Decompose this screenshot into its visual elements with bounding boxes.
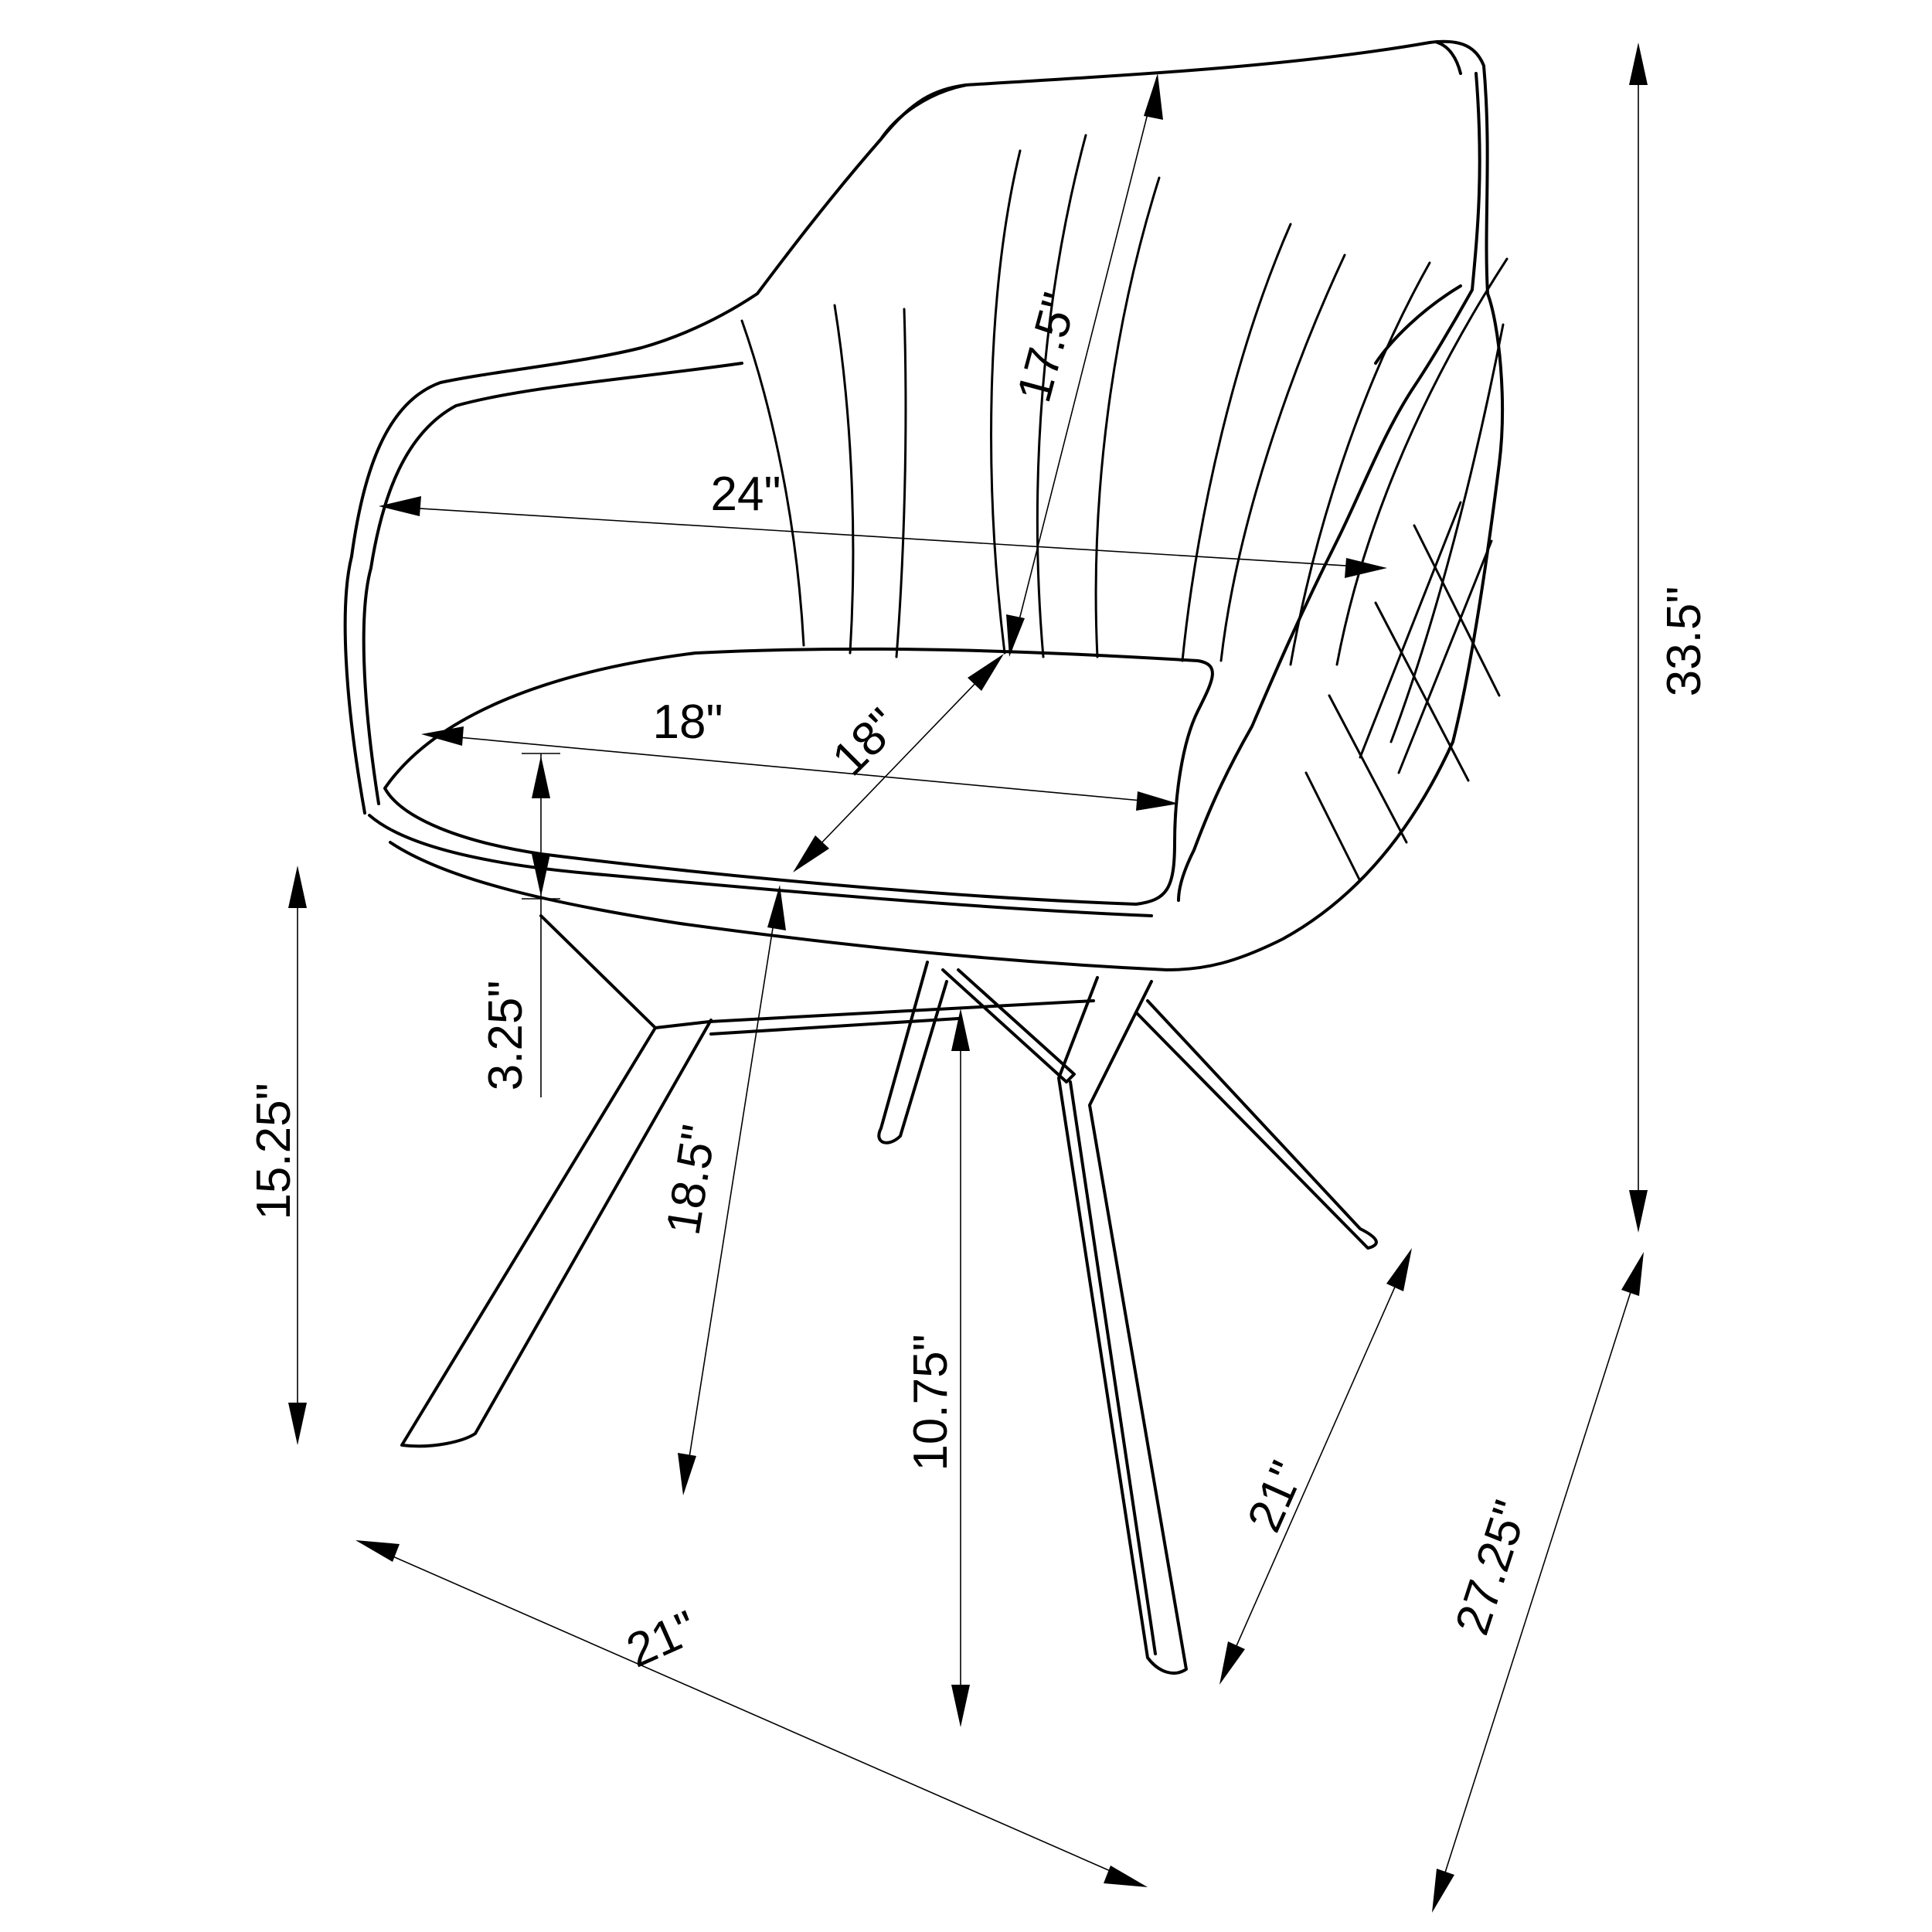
base-depth-label: 21": [1237, 1454, 1315, 1539]
overall-depth-label: 27.25": [1445, 1495, 1538, 1641]
overall-height-label: 33.5": [1658, 587, 1711, 697]
chair-shell: [343, 39, 1505, 971]
seat-width-label: 18": [653, 696, 723, 749]
leg-clearance-label: 10.75": [904, 1334, 957, 1471]
seat-depth-label: 18": [822, 699, 910, 786]
arm-height-label: 15.25": [247, 1083, 301, 1219]
dimension-lines: [288, 43, 1648, 1913]
cushion-thickness-label: 3.25": [479, 981, 532, 1091]
back-height-label: 17.5": [1007, 287, 1087, 408]
outer-back-quilting: [1304, 323, 1505, 883]
base-width-label: 21": [619, 1600, 705, 1678]
seat-height-label: 18.5": [657, 1121, 726, 1239]
back-channel-stitching: [740, 134, 1509, 666]
seat-cushion: [368, 647, 1214, 971]
chair-base: [400, 914, 1378, 1675]
arm-width-label: 24": [711, 468, 781, 521]
